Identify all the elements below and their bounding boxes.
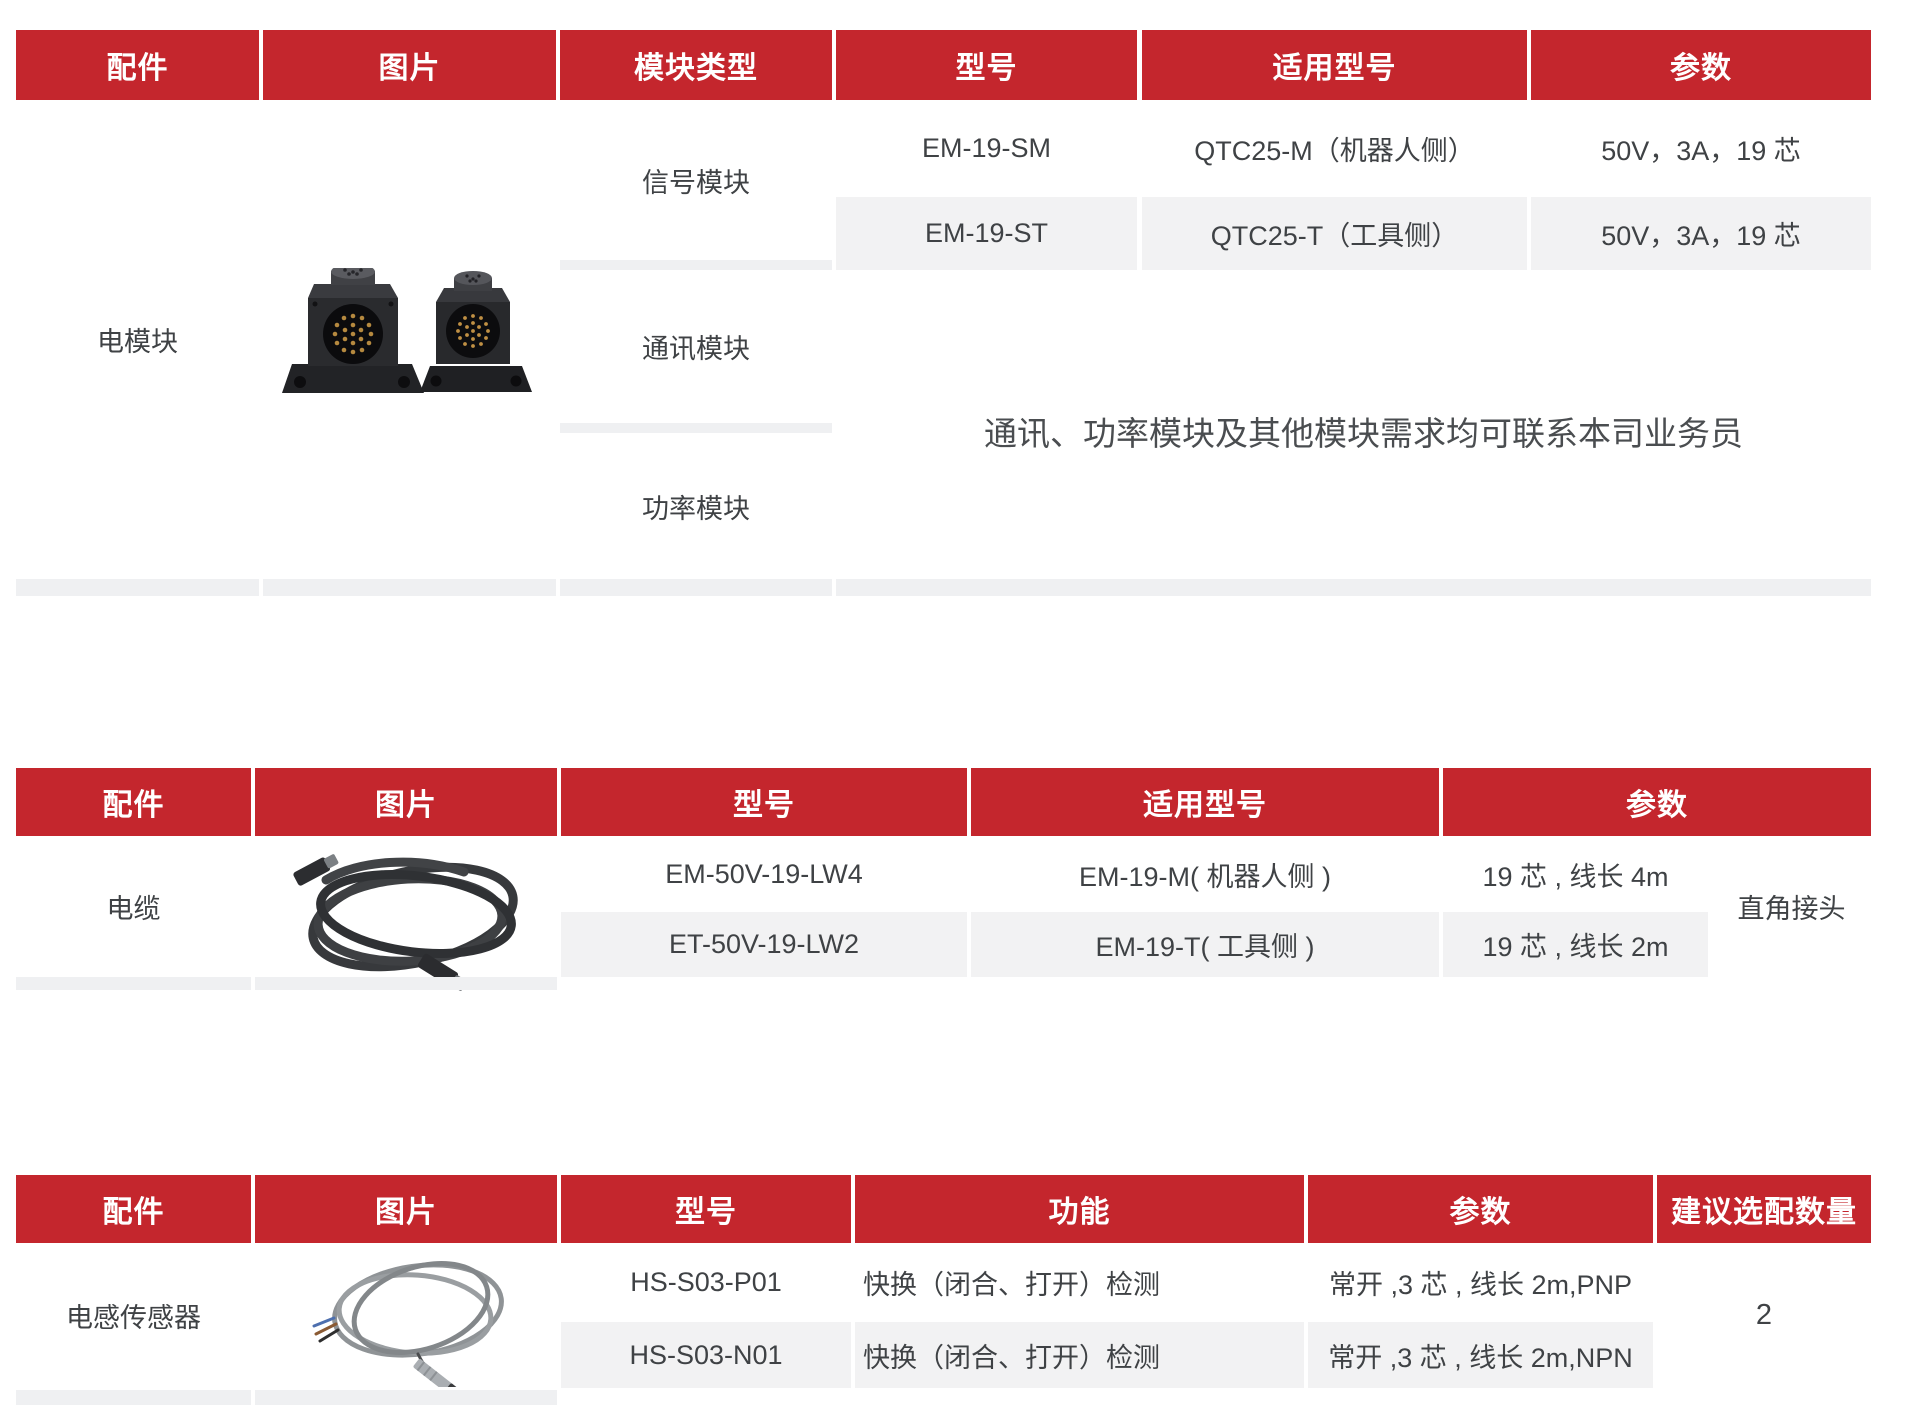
t3-row1-model: HS-S03-P01 [630,1267,782,1297]
t2-bottom-strip-1 [16,977,251,990]
t2-row2-params: 19 芯 , 线长 2m [1443,912,1708,977]
t2-accessory-label: 电缆 [106,894,161,924]
t1-module-type-comm: 通讯模块 [642,334,750,364]
t1-bottom-strip-1 [16,579,259,596]
t1-accessory-label: 电模块 [97,327,178,357]
t3-header-accessory: 配件 [16,1175,251,1243]
t3-row2-function: 快换（闭合、打开）检测 [855,1322,1304,1388]
t3-header-function: 功能 [855,1175,1304,1243]
t3-row2-model: HS-S03-N01 [561,1322,851,1388]
t1-header-module-type: 模块类型 [560,30,832,100]
t1-module-type-divider-2 [560,423,832,433]
t3-header-qty: 建议选配数量 [1657,1175,1871,1243]
t1-contact-notice: 通讯、功率模块及其他模块需求均可联系本司业务员 [984,415,1743,452]
t3-bottom-strip-2 [255,1390,557,1405]
t1-row1-model: EM-19-SM [921,133,1051,163]
cable-image [268,842,558,992]
t3-header-picture: 图片 [255,1175,557,1243]
t3-header-params: 参数 [1308,1175,1653,1243]
t2-header-model: 型号 [561,768,967,836]
t1-row1-applicable: QTC25-M（机器人侧） [1194,136,1475,166]
t1-header-params: 参数 [1531,30,1871,100]
t1-module-type-power: 功率模块 [642,493,750,524]
t2-header-picture: 图片 [255,768,557,836]
t2-row2-model: ET-50V-19-LW2 [561,912,967,977]
t1-bottom-strip-4 [836,579,1871,596]
t3-header-model: 型号 [561,1175,851,1243]
electric-module-drawing [282,268,532,393]
t1-row2-params: 50V，3A，19 芯 [1531,197,1871,270]
t1-module-type-signal: 信号模块 [642,167,750,198]
t1-module-type-divider-1 [560,260,832,270]
t3-suggested-qty: 2 [1755,1299,1773,1331]
t3-bottom-strip-1 [16,1390,251,1405]
t1-row1-params: 50V，3A，19 芯 [1601,136,1801,166]
t1-header-picture: 图片 [263,30,556,100]
t2-row1-applicable: EM-19-M( 机器人侧 ) [1079,861,1331,892]
electric-module-image [278,268,538,402]
inductive-sensor-drawing [312,1261,504,1387]
t1-row2-applicable: QTC25-T（工具侧） [1142,197,1527,270]
cable-drawing [293,854,518,991]
t1-bottom-strip-3 [560,579,832,596]
t2-bottom-strip-2 [255,977,557,990]
t1-header-model: 型号 [836,30,1137,100]
t1-bottom-strip-2 [263,579,556,596]
t1-header-applicable: 适用型号 [1142,30,1527,100]
t2-row2-applicable: EM-19-T( 工具侧 ) [971,912,1439,977]
t2-row1-model: EM-50V-19-LW4 [665,858,863,889]
t3-row1-function: 快换（闭合、打开）检测 [863,1270,1160,1300]
t3-accessory-label: 电感传感器 [66,1303,201,1333]
t3-row2-params: 常开 ,3 芯 , 线长 2m,NPN [1308,1322,1653,1388]
inductive-sensor-image [300,1252,535,1387]
t2-connector-note: 直角接头 [1737,894,1846,924]
t2-header-params: 参数 [1443,768,1871,836]
t2-row1-params: 19 芯 , 线长 4m [1482,861,1669,892]
t1-row2-model: EM-19-ST [836,197,1137,270]
t2-header-accessory: 配件 [16,768,251,836]
t3-row1-params: 常开 ,3 芯 , 线长 2m,PNP [1328,1270,1633,1300]
t2-header-applicable: 适用型号 [971,768,1439,836]
t1-header-accessory: 配件 [16,30,259,100]
